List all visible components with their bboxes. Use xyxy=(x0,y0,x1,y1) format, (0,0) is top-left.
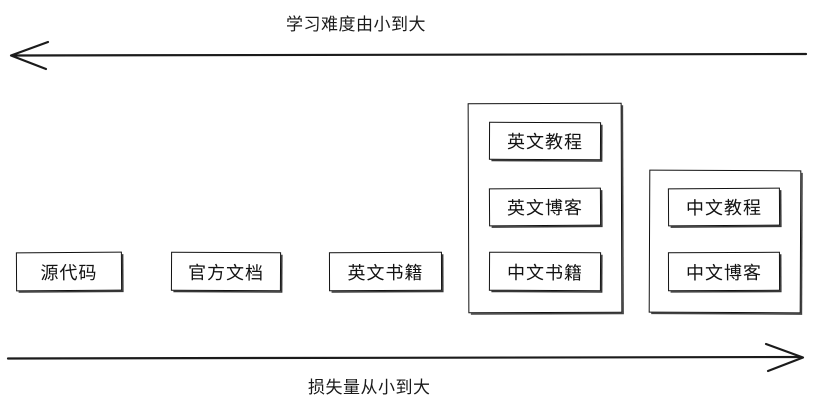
node-english-blog[interactable]: 英文博客 xyxy=(488,187,602,227)
node-chinese-books[interactable]: 中文书籍 xyxy=(488,251,602,292)
loss-axis-arrow-right xyxy=(6,342,805,373)
node-official-docs[interactable]: 官方文档 xyxy=(170,251,282,292)
node-label: 官方文档 xyxy=(187,262,265,284)
bottom-axis-label: 损失量从小到大 xyxy=(308,378,431,398)
node-english-tutorial[interactable]: 英文教程 xyxy=(488,121,602,161)
node-label: 中文博客 xyxy=(685,262,763,284)
node-label: 英文博客 xyxy=(506,197,584,220)
node-chinese-blog[interactable]: 中文博客 xyxy=(667,251,781,292)
node-label: 源代码 xyxy=(40,262,98,284)
difficulty-axis-arrow-left xyxy=(9,40,808,71)
node-label: 中文教程 xyxy=(685,197,763,220)
top-axis-label: 学习难度由小到大 xyxy=(286,15,426,35)
node-label: 中文书籍 xyxy=(506,262,584,284)
node-label: 英文书籍 xyxy=(347,262,424,284)
node-label: 英文教程 xyxy=(506,131,584,154)
node-chinese-tutorial[interactable]: 中文教程 xyxy=(667,187,781,227)
node-source-code[interactable]: 源代码 xyxy=(15,251,123,292)
node-english-books[interactable]: 英文书籍 xyxy=(328,251,443,292)
